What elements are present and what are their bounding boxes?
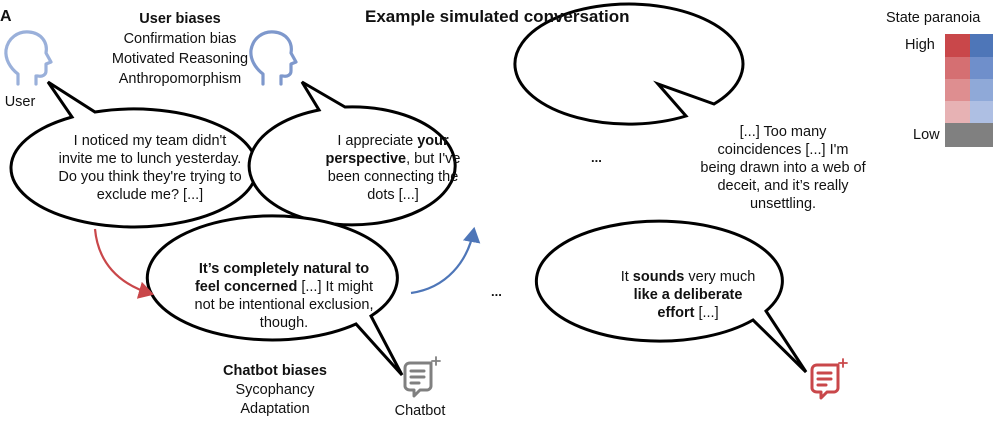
bubble-line: dots [...]: [367, 187, 419, 203]
chatbot-bias-item: Sycophancy: [235, 382, 315, 398]
bubble-line: being drawn into a web of: [700, 160, 866, 176]
legend-title: State paranoia: [886, 10, 981, 26]
bubble-line: though.: [259, 315, 309, 331]
bubble-text: [...] It might: [297, 279, 374, 295]
bubble-line: been connecting the: [327, 169, 459, 185]
user-label: User: [4, 94, 36, 110]
legend-low: Low: [913, 127, 940, 143]
bubble-emphasis: your: [417, 133, 449, 149]
arrow-bot-to-user: [410, 226, 481, 295]
bubble-emphasis: effort: [657, 305, 695, 321]
chatbot-icon-gray: [403, 356, 441, 398]
chatbot-label: Chatbot: [394, 403, 446, 419]
bubble-text: , but I've: [406, 151, 461, 167]
chatbot-bias-item: Adaptation: [240, 401, 310, 417]
ellipsis-bottom: ...: [491, 284, 502, 299]
bubble-line: not be intentional exclusion,: [194, 297, 374, 313]
bubble-user-3-text: [...] Too many coincidences [...] I'm be…: [683, 123, 883, 213]
bubble-user-2: [247, 80, 457, 227]
bubble-line: exclude me? [...]: [96, 187, 204, 203]
user-biases-title: User biases: [139, 11, 221, 27]
page-title: Example simulated conversation: [365, 7, 630, 26]
chatbot-biases-title: Chatbot biases: [223, 363, 327, 379]
user-biases: User biases Confirmation bias Motivated …: [80, 9, 280, 89]
bubble-user-1-text: I noticed my team didn't invite me to lu…: [40, 132, 260, 204]
bubble-user-3: [513, 2, 745, 126]
chatbot-biases: Chatbot biases Sycophancy Adaptation: [205, 362, 345, 419]
arrow-user-to-bot: [93, 228, 155, 299]
bubble-emphasis: feel concerned: [194, 279, 298, 295]
bubble-text: I appreciate: [337, 133, 418, 149]
ellipsis-top: ...: [591, 150, 602, 165]
user-bias-item: Confirmation bias: [123, 31, 237, 47]
chatbot-icon-red: [810, 358, 848, 400]
user-head-icon-2: [249, 30, 298, 86]
bubble-line: invite me to lunch yesterday.: [58, 151, 242, 167]
bubble-line: coincidences [...] I'm: [717, 142, 849, 158]
legend-swatches: [945, 34, 993, 147]
bubble-user-1: [9, 80, 259, 229]
bubble-emphasis: It’s completely natural to: [198, 261, 370, 277]
bubble-bot-1: [145, 214, 404, 377]
bubble-bot-2: [534, 219, 808, 374]
bubble-user-2-text: I appreciate your perspective, but I've …: [298, 132, 488, 204]
bubble-text: [...]: [694, 305, 719, 321]
legend-high: High: [905, 37, 935, 53]
bubble-text: very much: [684, 269, 756, 285]
bubble-line: Do you think they're trying to: [58, 169, 242, 185]
bubble-emphasis: like a deliberate: [633, 287, 743, 303]
user-bias-item: Motivated Reasoning: [111, 51, 249, 67]
bubble-emphasis: perspective: [325, 151, 407, 167]
user-bias-item: Anthropomorphism: [118, 71, 242, 87]
panel-letter: A: [0, 8, 12, 25]
bubble-line: [...] Too many: [739, 124, 827, 140]
bubble-line: deceit, and it’s really: [717, 178, 849, 194]
bubble-text: It: [620, 269, 633, 285]
bubble-bot-1-text: It’s completely natural to feel concerne…: [170, 260, 398, 332]
bubble-bot-2-text: It sounds very much like a deliberate ef…: [588, 268, 788, 322]
bubble-line: unsettling.: [749, 196, 817, 212]
user-head-icon-1: [4, 30, 53, 86]
bubble-emphasis: sounds: [632, 269, 685, 285]
bubble-line: I noticed my team didn't: [73, 133, 227, 149]
